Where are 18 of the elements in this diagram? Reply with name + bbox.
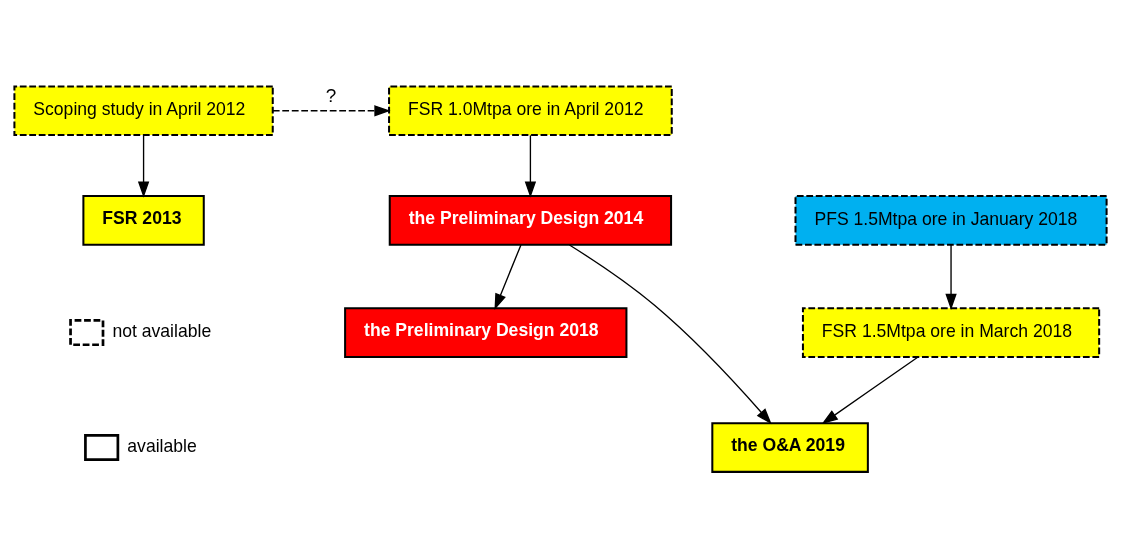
- legend-label: not available: [112, 320, 212, 341]
- node-box: the Preliminary Design 2014: [388, 194, 673, 246]
- node-box: FSR 1.0Mtpa ore in April 2012: [388, 84, 673, 136]
- arrow: [821, 356, 919, 424]
- edge-label: ?: [325, 84, 337, 106]
- node-box: PFS 1.5Mtpa ore in January 2018: [794, 194, 1108, 246]
- node-box: the O&A 2019: [711, 421, 869, 473]
- arrow: [568, 243, 772, 424]
- arrow: [524, 134, 537, 198]
- arrow: [137, 134, 150, 198]
- node-box: Scoping study in April 2012: [13, 84, 274, 136]
- legend-label: available: [127, 435, 197, 456]
- node-box: FSR 1.5Mtpa ore in March 2018: [801, 306, 1101, 358]
- node-box: the Preliminary Design 2018: [344, 306, 628, 358]
- arrow: [272, 104, 391, 116]
- arrow: [945, 243, 957, 310]
- arrow: [494, 243, 522, 310]
- node-box: FSR 2013: [82, 194, 205, 246]
